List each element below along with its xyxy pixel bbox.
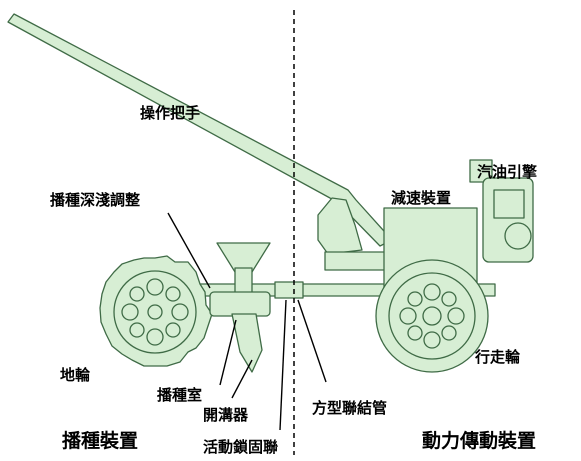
label-handle: 操作把手 [140, 104, 201, 122]
label-drive-wheel: 行走輪 [475, 348, 521, 366]
handle-bracket [317, 197, 363, 255]
label-reducer: 減速裝置 [391, 189, 452, 207]
furrow-opener [231, 313, 263, 373]
label-ground-wheel: 地輪 [60, 366, 91, 384]
seed-chamber [209, 291, 271, 317]
leader-square-coupler [297, 299, 327, 383]
leader-depth-adjust [167, 212, 211, 289]
leader-movable-lock [279, 299, 287, 431]
drive-wheel [375, 259, 489, 373]
label-movable-lock: 活動鎖固聯 [203, 438, 279, 456]
ground-wheel [99, 255, 213, 367]
square-coupler-body [274, 281, 304, 299]
label-furrow-opener: 開溝器 [203, 406, 249, 424]
label-square-coupler: 方型聯結管 [312, 399, 388, 417]
label-depth-adjust: 播種深淺調整 [50, 191, 141, 209]
section-seeding-unit: 播種裝置 [62, 430, 139, 452]
label-seed-chamber: 播種室 [157, 386, 203, 404]
gas-engine [469, 159, 534, 263]
leader-seed-chamber [219, 319, 237, 386]
seed-hopper [216, 242, 271, 295]
leader-furrow-opener [231, 359, 253, 399]
section-power-transmission: 動力傳動裝置 [422, 430, 537, 452]
engine-mount [324, 251, 394, 271]
label-gas-engine: 汽油引擎 [477, 163, 538, 181]
